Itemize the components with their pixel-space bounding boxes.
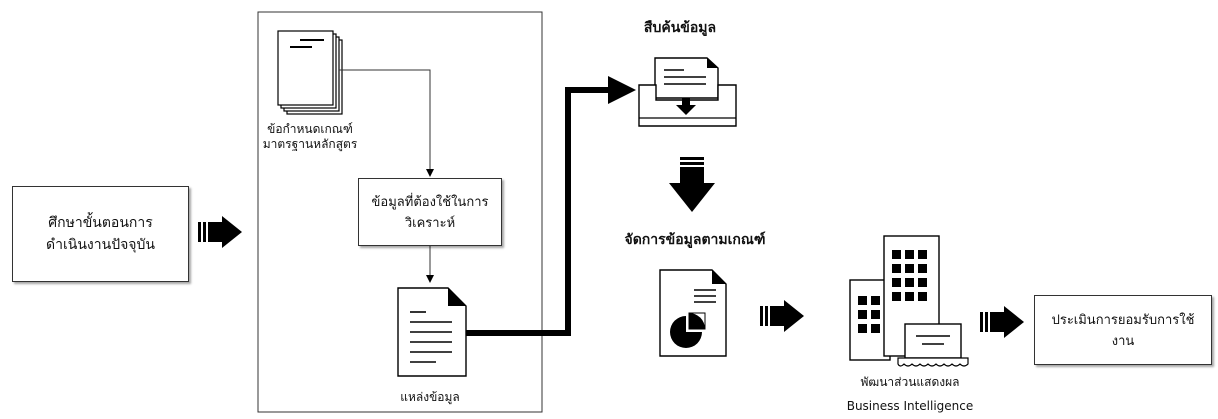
data-needed-label: ข้อมูลที่ต้องใช้ในการวิเคราะห์ bbox=[371, 195, 489, 231]
block-arrow-icon bbox=[760, 300, 804, 332]
study-current-process-label: ศึกษาขั้นตอนการดำเนินงานปัจจุบัน bbox=[46, 215, 155, 253]
block-arrow-icon bbox=[980, 306, 1024, 338]
study-current-process-box: ศึกษาขั้นตอนการดำเนินงานปัจจุบัน bbox=[12, 186, 189, 282]
down-block-arrow bbox=[669, 157, 715, 212]
inbox-tray-icon bbox=[638, 57, 737, 127]
bi-thai-label: พัฒนาส่วนแสดงผล bbox=[860, 375, 960, 389]
bi-english-label: Business Intelligence bbox=[846, 399, 974, 413]
block-arrow-icon bbox=[198, 216, 242, 248]
buildings-dashboard-icon bbox=[849, 235, 969, 367]
pie-chart-report-icon bbox=[659, 269, 727, 357]
curriculum-requirements-label: ข้อกำหนดเกณฑ์มาตรฐานหลักสูตร bbox=[262, 122, 358, 151]
evaluate-acceptance-label: ประเมินการยอมรับการใช้งาน bbox=[1051, 313, 1195, 349]
document-icon bbox=[397, 287, 467, 377]
evaluate-acceptance-box: ประเมินการยอมรับการใช้งาน bbox=[1034, 295, 1212, 365]
document-stack-icon bbox=[277, 30, 343, 115]
data-needed-box: ข้อมูลที่ต้องใช้ในการวิเคราะห์ bbox=[358, 178, 502, 246]
source-to-retrieve-connector bbox=[466, 87, 612, 336]
data-source-label: แหล่งข้อมูล bbox=[400, 390, 460, 404]
source-to-retrieve-arrowhead bbox=[608, 76, 636, 104]
retrieve-data-label: สืบค้นข้อมูล bbox=[643, 20, 717, 36]
stack-to-needed-connector bbox=[339, 69, 434, 177]
manage-data-label: จัดการข้อมูลตามเกณฑ์ bbox=[624, 232, 766, 248]
